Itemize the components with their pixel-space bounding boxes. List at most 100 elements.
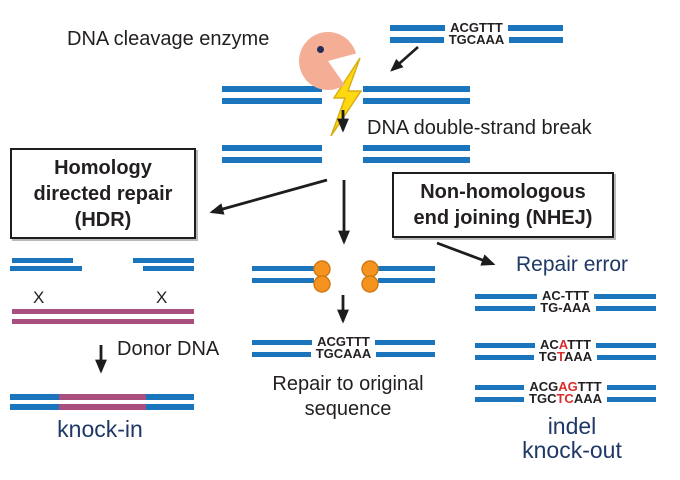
indel-line2: knock-out (522, 437, 622, 463)
dna-strand-segment (475, 305, 536, 311)
seq-text: ACG (529, 379, 559, 394)
dna-strand-segment (597, 354, 656, 360)
target-dna-top-left (222, 86, 322, 92)
resected-dna-top-right (133, 258, 194, 263)
error1-top-strand: AC-TTT (475, 288, 656, 303)
resected-dna-top-left (12, 258, 73, 263)
dna-strand-segment (475, 293, 538, 299)
seq-mutation-text: A (558, 337, 568, 352)
hdr-box-line3: (HDR) (74, 208, 132, 231)
resected-dna-bottom-left (10, 266, 82, 271)
knockin-segment-blue (10, 404, 59, 410)
seq-text: AC (539, 337, 559, 352)
hdr-box: Homology directed repair (HDR) (10, 148, 196, 239)
knockin-dna-bottom-strand (10, 404, 194, 410)
seq-mutation-text: T (556, 349, 564, 364)
dna-strand-segment (596, 342, 657, 348)
seq-text: AAA (563, 349, 593, 364)
dna-strand-segment (606, 384, 656, 390)
seq-text: TG (538, 349, 557, 364)
error1-sequence-top: AC-TTT (542, 288, 589, 303)
error3-sequence-bottom: TGCTCAAA (529, 391, 602, 406)
donor-dna-bottom-strand (12, 319, 194, 324)
knockin-segment-blue (146, 394, 194, 400)
knockin-segment-blue (146, 404, 194, 410)
dna-strand-segment (390, 37, 444, 43)
enzyme-eye-icon (317, 46, 324, 53)
knockin-label: knock-in (57, 416, 143, 442)
nhej-dna-top-right (378, 266, 435, 271)
error1-sequence-bottom: TG-AAA (540, 300, 591, 315)
nhej-box-line1: Non-homologous (420, 181, 586, 203)
broken-dna-top-left (222, 145, 322, 151)
repair-original-line1: Repair to original (272, 373, 424, 395)
recombination-x-right: X (156, 288, 168, 307)
error2-sequence-bottom: TGTAAA (538, 349, 593, 364)
recombination-x-left: X (33, 288, 45, 307)
knockin-segment-blue (10, 394, 59, 400)
seq-text: AAA (573, 391, 602, 406)
dna-strand-segment (252, 351, 311, 357)
seq-text: TG-AAA (540, 300, 591, 315)
indel-line1: indel (547, 413, 597, 439)
repaired-sequence-bottom: TGCAAA (315, 346, 372, 361)
resected-dna-bottom-right (143, 266, 194, 271)
seq-mutation-text: TC (556, 391, 574, 406)
indel-knockout-label: indel knock-out (492, 414, 652, 462)
repair-original-label: Repair to original sequence (248, 372, 448, 422)
dna-strand-segment (475, 396, 525, 402)
knockin-segment-insert (59, 404, 146, 410)
seq-mutation-text: AG (558, 379, 578, 394)
guide-sequence-bottom: TGCAAA (448, 32, 505, 47)
guide-dna-top-strand: ACGTTT (390, 21, 563, 34)
dna-strand-segment (390, 25, 446, 31)
nhej-dna-bottom-right (378, 278, 435, 283)
donor-dna-label: Donor DNA (117, 338, 220, 360)
repair-original-line2: sequence (304, 398, 392, 420)
knockin-segment-insert (59, 394, 146, 400)
repair-error-label: Repair error (516, 253, 629, 276)
repaired-sequence-top: ACGTTT (317, 334, 370, 349)
dsb-label: DNA double-strand break (367, 117, 592, 139)
dna-strand-segment (374, 339, 435, 345)
target-dna-bottom-left (222, 98, 322, 104)
target-dna-top-right (363, 86, 470, 92)
dna-strand-segment (606, 396, 656, 402)
error2-bottom-strand: TGTAAA (475, 349, 656, 364)
seq-text: AC-TTT (542, 288, 589, 303)
error2-sequence-top: ACATTT (539, 337, 591, 352)
dna-strand-segment (475, 384, 525, 390)
repaired-dna-bottom-strand: TGCAAA (252, 346, 436, 361)
error3-top-strand: ACGAGTTT (475, 379, 656, 394)
dna-strand-segment (252, 339, 313, 345)
nhej-box-line2: end joining (NHEJ) (413, 207, 593, 229)
dna-strand-segment (475, 354, 534, 360)
nhej-dna-bottom-left (252, 278, 314, 283)
guide-dna-bottom-strand: TGCAAA (390, 32, 564, 47)
dna-strand-segment (507, 25, 563, 31)
repair-protein-dimer-icon (313, 260, 331, 293)
lightning-bolt-icon (330, 57, 363, 137)
dna-strand-segment (509, 37, 564, 43)
broken-dna-top-right (363, 145, 470, 151)
diagram-title: DNA cleavage enzyme (67, 28, 270, 50)
donor-dna-top-strand (12, 309, 194, 314)
hdr-box-line2: directed repair (33, 182, 173, 205)
nhej-box: Non-homologous end joining (NHEJ) (392, 172, 614, 238)
error3-bottom-strand: TGCTCAAA (475, 391, 656, 406)
target-dna-bottom-right (363, 98, 470, 104)
dna-strand-segment (376, 351, 436, 357)
nhej-dna-top-left (252, 266, 314, 271)
repair-protein-dimer-icon (361, 260, 379, 293)
error2-top-strand: ACATTT (475, 337, 657, 352)
broken-dna-bottom-left (222, 157, 322, 163)
knockin-dna-top-strand (10, 394, 194, 400)
hdr-box-line1: Homology (54, 156, 152, 179)
error1-bottom-strand: TG-AAA (475, 300, 657, 315)
dna-strand-segment (475, 342, 535, 348)
dna-strand-segment (595, 305, 657, 311)
seq-text: TTT (577, 379, 602, 394)
repaired-dna-top-strand: ACGTTT (252, 334, 435, 349)
